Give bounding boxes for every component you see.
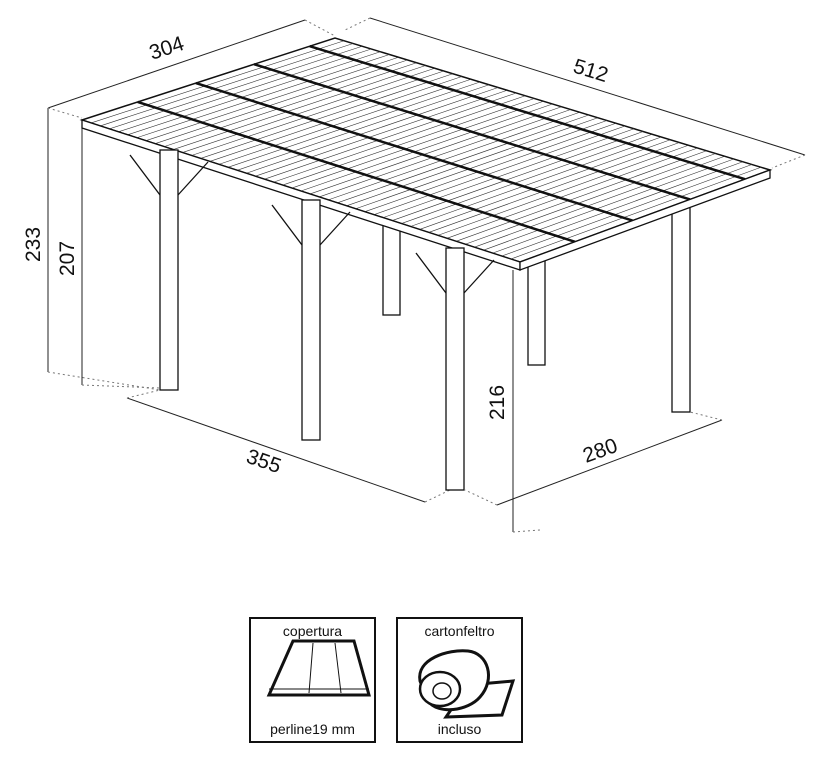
- roof-side-edge: [519, 169, 771, 271]
- roof-plank: [218, 78, 472, 165]
- roof-plank: [419, 139, 671, 230]
- post: [527, 254, 546, 366]
- roof-plank: [364, 122, 617, 212]
- post: [301, 199, 321, 441]
- badge-cartonfeltro: cartonfeltro incluso: [396, 617, 523, 743]
- post: [445, 247, 465, 491]
- roof-plank: [191, 70, 444, 156]
- badge-title: copertura: [282, 623, 343, 639]
- post: [671, 204, 691, 413]
- badge-title: cartonfeltro: [424, 623, 495, 639]
- dim-roof-depth: 304: [146, 32, 187, 65]
- roof-plank: [255, 89, 508, 177]
- roof-rafter: [309, 45, 746, 181]
- roof-plank: [145, 56, 399, 141]
- roof-plank: [319, 109, 571, 198]
- badge-caption: incluso: [437, 721, 482, 737]
- roof: [79, 37, 773, 271]
- roof-surface: [79, 37, 773, 263]
- dim-post-span-width: 280: [580, 434, 621, 468]
- roof-plank: [237, 84, 490, 171]
- dim-front-height: 207: [56, 241, 79, 276]
- roof-plank: [337, 114, 589, 204]
- roof-plank: [510, 166, 762, 260]
- roof-plank: [182, 67, 435, 153]
- roof-plank: [91, 40, 345, 124]
- roof-plank: [109, 45, 363, 130]
- post: [382, 224, 401, 316]
- roof-plank: [437, 144, 689, 236]
- brace: [319, 211, 351, 246]
- roof-plank: [392, 131, 644, 221]
- roof-plank: [310, 106, 562, 195]
- brace: [463, 259, 495, 294]
- roof-plank: [456, 150, 707, 242]
- roof-plank: [401, 133, 653, 224]
- carport-drawing: 304 512 233 207 355 280 216: [22, 17, 806, 533]
- roof-plank: [209, 76, 462, 162]
- roof-plank: [282, 98, 535, 186]
- roof-plank: [383, 128, 635, 218]
- brace: [271, 204, 303, 246]
- front-posts: [129, 149, 495, 491]
- brace: [177, 161, 209, 196]
- roof-plank: [100, 43, 354, 127]
- roof-plank: [446, 147, 698, 239]
- badge-copertura: copertura perline19 mm: [249, 617, 376, 743]
- post: [159, 149, 179, 391]
- roof-plank: [164, 62, 417, 147]
- dim-clear-height: 216: [486, 385, 509, 420]
- roof-plank: [273, 95, 526, 183]
- roof-plank: [246, 87, 499, 174]
- dim-total-height: 233: [22, 227, 45, 262]
- roof-plank: [492, 161, 743, 254]
- roof-rafter: [195, 81, 633, 222]
- roof-plank: [264, 92, 517, 180]
- felt-roll-icon: [418, 649, 516, 719]
- back-posts: [382, 204, 691, 413]
- roof-rafter: [253, 63, 691, 201]
- dimension-lines: [47, 17, 806, 533]
- brace: [415, 252, 447, 294]
- brace: [129, 154, 161, 196]
- roof-plank: [154, 59, 408, 144]
- roof-rafter: [137, 100, 576, 243]
- roof-plank: [173, 65, 426, 150]
- roof-plank: [483, 158, 734, 251]
- roof-plank: [200, 73, 453, 159]
- roof-plank: [291, 100, 544, 189]
- roof-plank: [118, 48, 372, 133]
- roof-plank: [136, 54, 390, 139]
- roof-plank: [300, 103, 553, 192]
- dim-post-span-length: 355: [243, 445, 284, 478]
- dim-roof-length: 512: [571, 55, 611, 87]
- roof-plank: [346, 117, 598, 207]
- roof-plank: [501, 164, 752, 257]
- roof-plank: [410, 136, 662, 227]
- roof-planks-icon: [266, 639, 371, 697]
- roof-plank: [465, 153, 716, 245]
- roof-plank: [355, 120, 607, 210]
- roof-plank: [373, 125, 626, 215]
- roof-plank: [474, 155, 725, 248]
- badge-caption: perline19 mm: [270, 721, 355, 737]
- roof-plank: [428, 142, 680, 233]
- roof-plank: [328, 111, 580, 201]
- roof-plank: [127, 51, 381, 136]
- roof-plank: [227, 81, 481, 168]
